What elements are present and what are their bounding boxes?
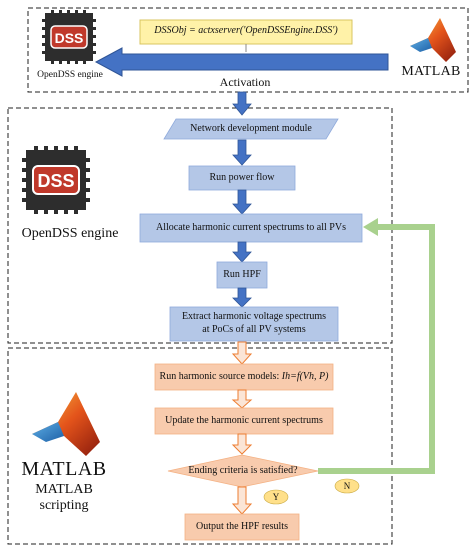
activation-label: Activation bbox=[219, 75, 271, 89]
run-source-models-prefix: Run harmonic source models: bbox=[159, 371, 280, 382]
network-module-text: Network development module bbox=[190, 123, 312, 134]
run-power-flow-box bbox=[188, 165, 296, 191]
connector-arrow-1 bbox=[232, 91, 252, 116]
matlab-sub-line1: MATLAB bbox=[35, 482, 93, 497]
matlab-sub-line2: scripting bbox=[39, 498, 89, 513]
bottom-section-border bbox=[7, 347, 393, 545]
top-section-border bbox=[27, 7, 469, 93]
svg-text:DSS: DSS bbox=[37, 171, 74, 191]
matlab-title-bottom: MATLAB bbox=[21, 458, 107, 480]
yes-label: Y bbox=[272, 492, 280, 502]
yes-tag bbox=[263, 489, 289, 505]
feedback-loop-arrowhead bbox=[363, 218, 378, 236]
output-results-text: Output the HPF results bbox=[196, 521, 288, 532]
feedback-loop-line bbox=[318, 224, 435, 474]
update-spectrums-box bbox=[154, 407, 334, 435]
dss-chip-icon: DSS bbox=[42, 10, 96, 64]
extract-spectrums-line2: at PoCs of all PV systems bbox=[202, 324, 306, 335]
engine-caption-middle: OpenDSS engine bbox=[21, 226, 119, 241]
allocate-spectrums-text: Allocate harmonic current spectrums to a… bbox=[156, 222, 346, 233]
matlab-caption-top: MATLAB bbox=[401, 64, 461, 79]
matlab-logo-icon bbox=[32, 392, 100, 456]
update-spectrums-text: Update the harmonic current spectrums bbox=[165, 415, 323, 426]
arrow-blue-2 bbox=[232, 139, 252, 166]
arrow-blue-5 bbox=[232, 287, 252, 308]
dss-chip-icon: DSS bbox=[22, 146, 90, 214]
run-source-models-box bbox=[154, 363, 334, 391]
svg-text:DSS: DSS bbox=[55, 30, 84, 46]
extract-spectrums-box bbox=[169, 306, 339, 342]
no-label: N bbox=[343, 481, 351, 491]
arrow-orange-3 bbox=[231, 433, 253, 455]
no-tag bbox=[334, 478, 360, 494]
extract-spectrums-line1: Extract harmonic voltage spectrums bbox=[181, 311, 327, 322]
decision-text: Ending criteria is satisfied? bbox=[188, 465, 298, 476]
matlab-logo-icon bbox=[410, 18, 456, 62]
code-callout-text: DSSObj = actxserver('OpenDSSEngine.DSS') bbox=[154, 25, 338, 36]
run-hpf-text: Run HPF bbox=[223, 269, 261, 280]
run-hpf-box bbox=[216, 261, 268, 289]
allocate-spectrums-box bbox=[139, 213, 363, 243]
output-results-box bbox=[184, 513, 300, 541]
arrow-blue-4 bbox=[232, 241, 252, 263]
network-module-box bbox=[163, 118, 339, 140]
run-source-models-text: Run harmonic source models: Ih=f(Vh, P) bbox=[155, 364, 333, 390]
arrow-orange-4 bbox=[231, 486, 253, 515]
arrow-orange-1 bbox=[231, 341, 253, 365]
middle-section-border bbox=[7, 107, 393, 344]
arrow-blue-3 bbox=[232, 189, 252, 215]
arrow-orange-2 bbox=[231, 389, 253, 409]
run-source-models-formula: Ih=f(Vh, P) bbox=[281, 371, 329, 382]
engine-caption-top: OpenDSS engine bbox=[37, 70, 103, 80]
activation-arrow bbox=[94, 47, 389, 77]
run-power-flow-text: Run power flow bbox=[209, 172, 275, 183]
